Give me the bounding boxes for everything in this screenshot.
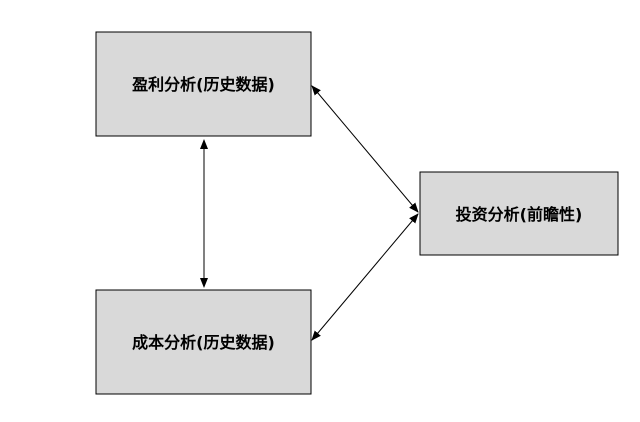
node-profit-analysis: 盈利分析(历史数据): [95, 31, 312, 137]
edge-profit-investment: [311, 85, 419, 213]
node-investment-box: [419, 171, 619, 256]
node-cost-analysis: 成本分析(历史数据): [95, 289, 312, 395]
node-cost-box: [95, 289, 312, 395]
node-profit-box: [95, 31, 312, 137]
node-profit-label: 盈利分析(历史数据): [131, 75, 275, 94]
node-investment-label: 投资分析(前瞻性): [456, 205, 583, 224]
node-cost-label: 成本分析(历史数据): [132, 333, 275, 352]
edge-cost-investment: [311, 213, 419, 341]
node-investment-analysis: 投资分析(前瞻性): [419, 171, 619, 256]
